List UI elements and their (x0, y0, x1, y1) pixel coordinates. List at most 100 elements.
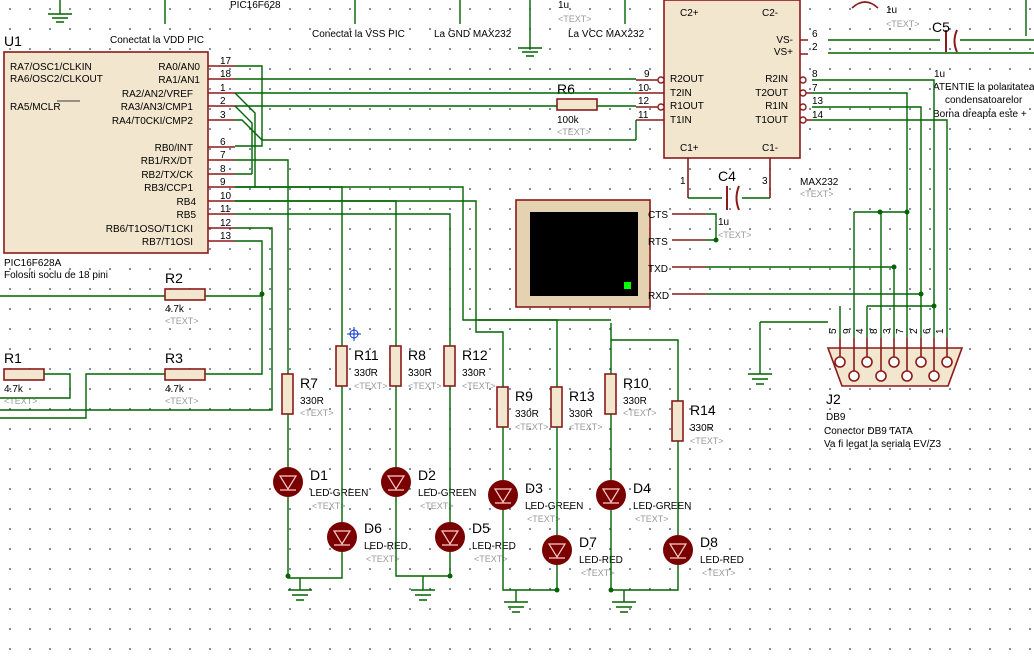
r11-value: 330R (354, 368, 378, 379)
led-d8[interactable]: D8 LED-RED <TEXT> (663, 534, 744, 578)
r8-ref: R8 (408, 347, 426, 363)
j2-desc: Conector DB9 TATA (824, 426, 913, 437)
d6-value: LED-RED (364, 541, 408, 552)
r7-placeholder: <TEXT> (300, 408, 334, 418)
db9-pin-num: 2 (909, 328, 920, 334)
db9-pin-num: 4 (855, 328, 866, 334)
u1-part: PIC16F628A (4, 258, 62, 269)
db9-pin-num: 7 (895, 328, 906, 334)
led-d6[interactable]: D6 LED-RED <TEXT> (327, 520, 408, 564)
u1-pin-rb5: RB5 (177, 210, 197, 221)
max-pin-num: 9 (644, 69, 650, 80)
led-d4[interactable]: D4 LED-GREEN <TEXT> (596, 480, 691, 524)
u1-ref: U1 (4, 33, 22, 49)
cap-top-placeholder: <TEXT> (558, 14, 592, 24)
led-d3[interactable]: D3 LED-GREEN <TEXT> (488, 480, 583, 524)
max-pin-num: 7 (812, 83, 818, 94)
led-d7[interactable]: D7 LED-RED <TEXT> (542, 534, 623, 578)
d6-ref: D6 (364, 520, 382, 536)
note-line: condensatoarelor (945, 95, 1023, 106)
u1-pin-num: 8 (220, 164, 226, 175)
u1-pin-rb3: RB3/CCP1 (144, 183, 193, 194)
cap-top-value: 1u (558, 0, 569, 11)
j2-desc: Va fi legat la seriala EV/Z3 (824, 439, 942, 450)
db9-connector-j2[interactable]: 5 9 4 8 3 7 2 6 1 J2 DB9 Conector DB9 TA… (824, 328, 964, 450)
c4-value: 1u (718, 217, 729, 228)
db9-pin-num: 1 (935, 328, 946, 334)
r10-ref: R10 (623, 375, 649, 391)
d6-placeholder: <TEXT> (366, 554, 400, 564)
d8-ref: D8 (700, 534, 718, 550)
r9-value: 330R (515, 409, 539, 420)
u1-pin-num: 2 (220, 96, 226, 107)
j2-part: DB9 (826, 412, 846, 423)
u1-pic16f628a[interactable]: U1 PIC16F628A Folositi soclu de 18 pini … (3, 33, 235, 281)
capacitor-c4[interactable]: C4 1u <TEXT> (688, 168, 770, 240)
u1-pin-ra7: RA7/OSC1/CLKIN (10, 62, 92, 73)
u1-pin-num: 13 (220, 231, 232, 242)
u1-pin-num: 18 (220, 69, 232, 80)
r8-value: 330R (408, 368, 432, 379)
vcc-max-label: La VCC MAX232 (568, 29, 645, 40)
r12-ref: R12 (462, 347, 488, 363)
led-d1[interactable]: D1 LED-GREEN <TEXT> (273, 467, 368, 511)
max-placeholder: <TEXT> (800, 189, 834, 199)
r6-ref: R6 (557, 81, 575, 97)
terminal-pin-rts: RTS (648, 237, 668, 248)
r14-ref: R14 (690, 402, 716, 418)
r13-placeholder: <TEXT> (569, 422, 603, 432)
d2-value: LED-GREEN (418, 488, 476, 499)
r2-placeholder: <TEXT> (165, 316, 199, 326)
d4-placeholder: <TEXT> (635, 514, 669, 524)
u1-pin-num: 3 (220, 110, 226, 121)
max-top-left: C2+ (680, 8, 699, 19)
max-pin-r2in: R2IN (765, 74, 788, 85)
max-pin-num: 12 (638, 96, 650, 107)
d3-value: LED-GREEN (525, 501, 583, 512)
max-pin-num: 10 (638, 83, 650, 94)
max-bottom-left: C1+ (680, 143, 699, 154)
r14-placeholder: <TEXT> (690, 436, 724, 446)
max-pin-num: 6 (812, 29, 818, 40)
u1-pin-rb4: RB4 (177, 197, 197, 208)
gnd-max-label: La GND MAX232 (434, 29, 512, 40)
resistor-r3[interactable]: R3 4.7k <TEXT> (164, 350, 206, 406)
u1-pin-ra1: RA1/AN1 (158, 75, 200, 86)
cap-top2-placeholder: <TEXT> (886, 19, 920, 29)
max-top-right: C2- (762, 8, 778, 19)
u1-pin-num: 12 (220, 218, 232, 229)
db9-pin-num: 5 (828, 328, 839, 334)
top-strip: PIC16F628 Conectat la VDD PIC Conectat l… (48, 0, 920, 57)
resistor-r8[interactable]: R8 330R <TEXT> (389, 345, 442, 391)
max-pin-num: 8 (812, 69, 818, 80)
d7-value: LED-RED (579, 555, 623, 566)
max232-chip[interactable]: C2+ C2- R2OUT T2IN R1OUT T1IN VS- VS+ R2… (636, 0, 839, 199)
d7-placeholder: <TEXT> (581, 568, 615, 578)
led-d2[interactable]: D2 LED-GREEN <TEXT> (381, 467, 476, 511)
polarity-note: ATENTIE la polaritatea condensatoarelor … (933, 82, 1034, 120)
u1-pin-rb7: RB7/T1OSI (142, 237, 193, 248)
db9-pin-num: 9 (842, 328, 853, 334)
d1-value: LED-GREEN (310, 488, 368, 499)
u1-pin-rb6: RB6/T1OSO/T1CKI (106, 224, 193, 235)
virtual-terminal[interactable]: CTS RTS TXD RXD (515, 199, 706, 308)
u1-pin-num: 17 (220, 56, 232, 67)
db9-pin-num: 6 (922, 328, 933, 334)
cursor-crosshair-icon (347, 327, 361, 341)
vss-label: Conectat la VSS PIC (312, 29, 405, 40)
d5-placeholder: <TEXT> (474, 554, 508, 564)
note-line: ATENTIE la polaritatea (933, 82, 1034, 93)
r10-value: 330R (623, 396, 647, 407)
max-pin-vsp: VS+ (774, 47, 793, 58)
u1-pin-ra6: RA6/OSC2/CLKOUT (10, 74, 103, 85)
r11-ref: R11 (354, 347, 379, 363)
r6-value: 100k (557, 115, 580, 126)
led-d5[interactable]: D5 LED-RED <TEXT> (435, 520, 516, 564)
r8-placeholder: <TEXT> (408, 381, 442, 391)
d8-placeholder: <TEXT> (702, 568, 736, 578)
capacitor-c5[interactable]: C5 1u (828, 19, 1034, 80)
max-pin-num: 13 (812, 96, 824, 107)
max-pin-r2out: R2OUT (670, 74, 704, 85)
resistor-r2[interactable]: R2 4.7k <TEXT> (164, 270, 206, 326)
